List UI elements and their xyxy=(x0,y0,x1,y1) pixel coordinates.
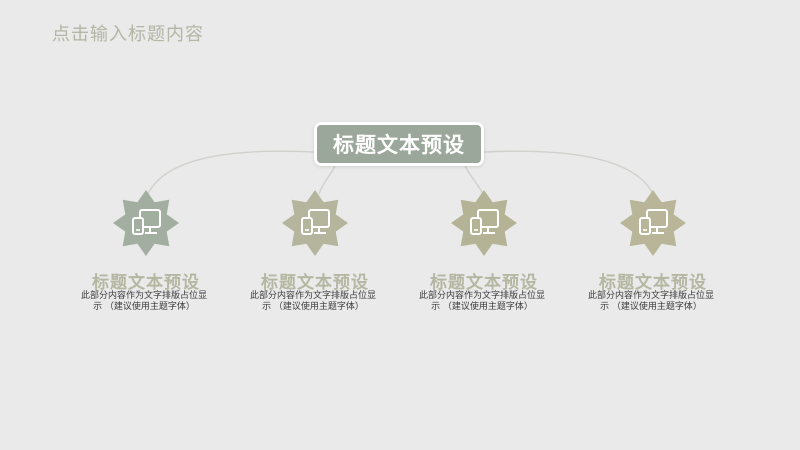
node-description: 此部分内容作为文字排版占位显示 （建议使用主题字体） xyxy=(418,291,545,312)
devices-icon xyxy=(113,190,179,256)
connector-left-inner xyxy=(318,165,336,195)
node-description: 此部分内容作为文字排版占位显示 （建议使用主题字体） xyxy=(249,291,376,312)
connector-right-outer xyxy=(483,150,654,195)
node-description: 此部分内容作为文字排版占位显示 （建议使用主题字体） xyxy=(80,291,207,312)
slide-title[interactable]: 点击输入标题内容 xyxy=(52,24,204,45)
node-title: 标题文本预设 xyxy=(430,273,538,293)
center-topic-label: 标题文本预设 xyxy=(333,133,465,157)
node-description: 此部分内容作为文字排版占位显示 （建议使用主题字体） xyxy=(587,291,714,312)
connector-left-outer xyxy=(147,150,315,195)
devices-icon xyxy=(451,190,517,256)
node-badge xyxy=(451,190,517,256)
node-badge xyxy=(282,190,348,256)
connector-right-inner xyxy=(464,165,484,195)
devices-icon xyxy=(282,190,348,256)
node-title: 标题文本预设 xyxy=(92,273,200,293)
node-title: 标题文本预设 xyxy=(261,273,369,293)
node-badge xyxy=(113,190,179,256)
node-badge xyxy=(620,190,686,256)
devices-icon xyxy=(620,190,686,256)
center-topic[interactable]: 标题文本预设 xyxy=(314,122,484,166)
node-title: 标题文本预设 xyxy=(599,273,707,293)
